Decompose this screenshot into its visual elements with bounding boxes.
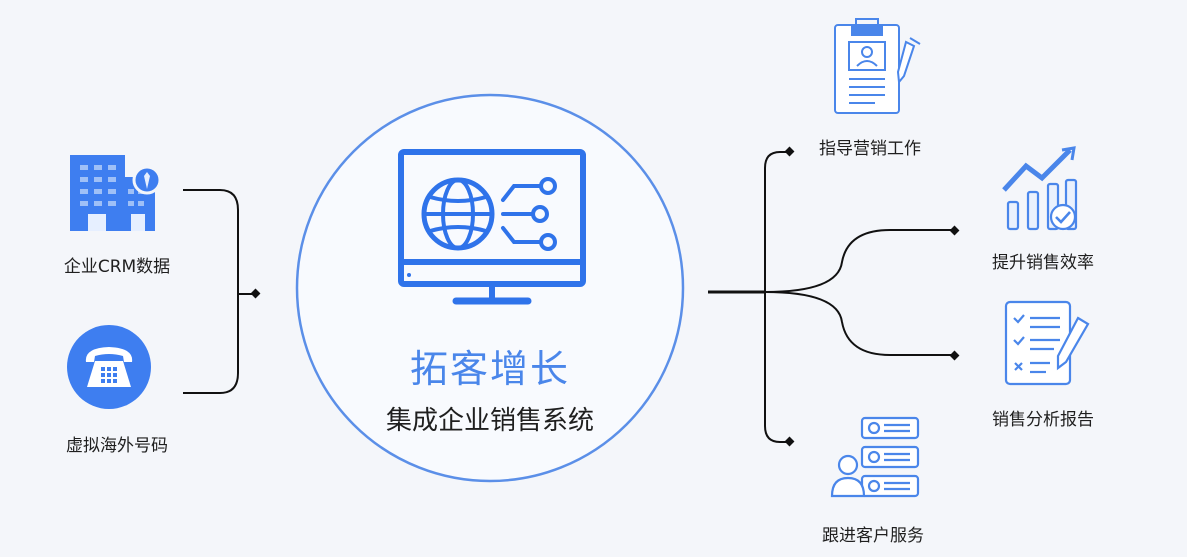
output-label-guide-marketing: 指导营销工作 (819, 139, 921, 159)
output-connector-lines (708, 151, 955, 443)
output-label-customer-service: 跟进客户服务 (822, 526, 924, 546)
output-label-sales-report: 销售分析报告 (992, 410, 1094, 430)
center-subtitle: 集成企业销售系统 (385, 406, 595, 436)
growth-chart-icon (1002, 146, 1078, 231)
monitor-globe-icon (398, 149, 586, 305)
customer-list-icon (830, 416, 920, 498)
input-label-virtual-number: 虚拟海外号码 (66, 436, 168, 456)
output-label-improve-efficiency: 提升销售效率 (992, 253, 1094, 273)
building-icon (70, 155, 162, 231)
output-connector-arrowheads (784, 146, 960, 447)
checklist-report-icon (1004, 300, 1090, 386)
input-label-crm-data: 企业CRM数据 (63, 257, 171, 277)
clipboard-profile-icon (834, 18, 921, 114)
phone-icon (67, 325, 151, 409)
input-connector-lines (183, 189, 255, 394)
center-title: 拓客增长 (409, 347, 571, 391)
input-connector-arrowhead (250, 288, 261, 299)
